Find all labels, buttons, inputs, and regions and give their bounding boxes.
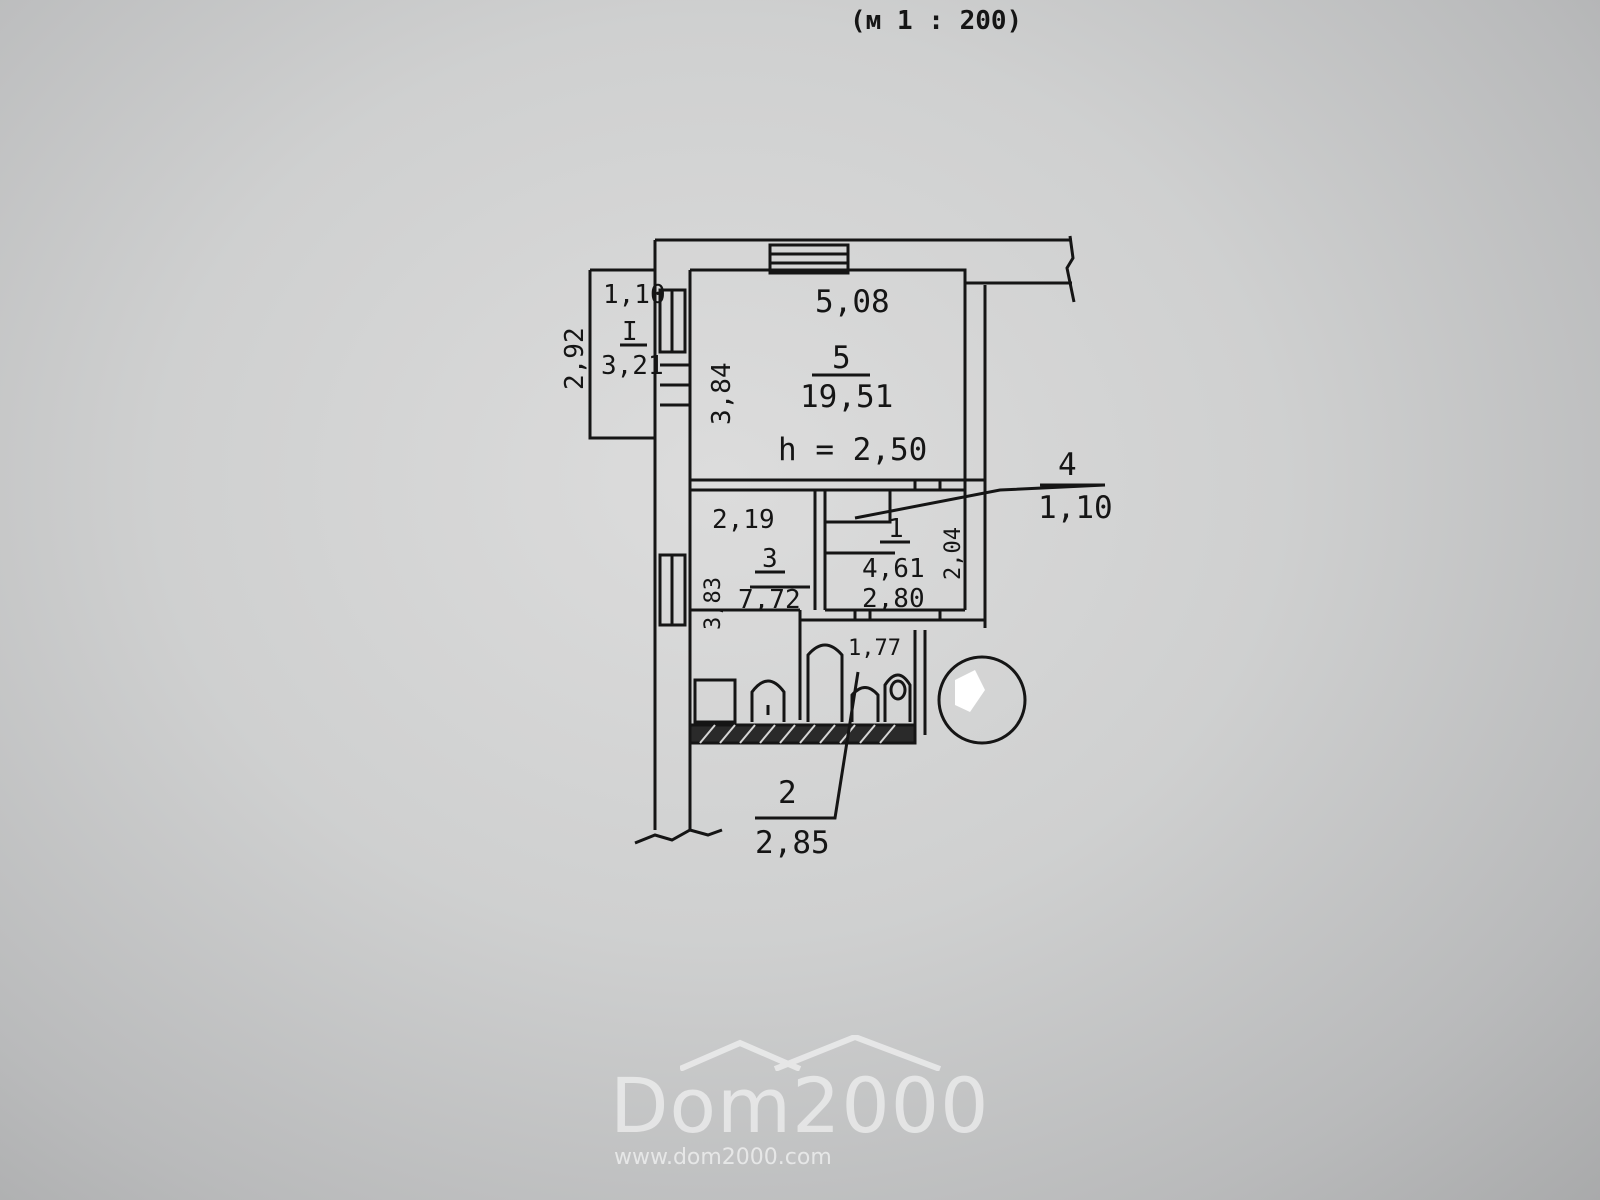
room5-area: 19,51 xyxy=(800,379,893,415)
balcony-number: I xyxy=(622,317,638,347)
room5-length: 5,08 xyxy=(815,284,890,320)
watermark-brand: Dom2000 xyxy=(610,1061,990,1150)
stove-icon xyxy=(693,678,737,724)
room5-wall-right xyxy=(963,283,987,628)
partition-room1-bottom xyxy=(800,608,985,622)
room4-area: 1,10 xyxy=(1038,490,1113,526)
balcony-area: 3,21 xyxy=(601,351,664,381)
room1-length: 2,80 xyxy=(862,584,925,614)
room3-number: 3 xyxy=(762,544,778,574)
room4-leader xyxy=(854,483,1106,520)
window-top xyxy=(768,243,850,275)
partition-horizontal xyxy=(690,478,985,492)
house-roof-icon xyxy=(680,1035,942,1071)
room2-length: 1,77 xyxy=(848,636,901,661)
room2-number: 2 xyxy=(778,775,797,811)
washbasin-icon xyxy=(850,686,880,722)
room4-closet xyxy=(825,490,895,555)
room4-number: 4 xyxy=(1058,447,1077,483)
room1-number: 1 xyxy=(888,514,904,544)
compass-icon xyxy=(937,655,1027,745)
room5-number: 5 xyxy=(832,340,851,376)
hatched-wall xyxy=(688,723,917,745)
balcony-width: 1,10 xyxy=(603,280,666,310)
room3-width: 3,83 xyxy=(701,577,726,630)
balcony-outline xyxy=(588,268,655,440)
room1-width: 2,04 xyxy=(941,527,966,580)
sink-icon xyxy=(750,679,786,722)
scale-label: (м 1 : 200) xyxy=(850,6,1023,36)
room5-height: h = 2,50 xyxy=(778,432,927,468)
room1-area: 4,61 xyxy=(862,554,925,584)
room2-leader xyxy=(755,671,860,820)
watermark-url: www.dom2000.com xyxy=(614,1145,832,1170)
room3-length: 2,19 xyxy=(712,505,775,535)
outer-wall-top xyxy=(655,238,1072,285)
wall-end-mark xyxy=(634,828,723,845)
partition-room3 xyxy=(813,490,827,610)
wall-break-mark xyxy=(1065,235,1076,303)
balcony-length: 2,92 xyxy=(560,327,590,390)
toilet-icon xyxy=(883,673,912,722)
bathroom-wall-right xyxy=(913,630,927,735)
compass-needle-icon xyxy=(955,670,985,712)
room3-area: 7,72 xyxy=(738,585,801,615)
bathtub-icon xyxy=(806,643,844,722)
partition-room3-bottom xyxy=(690,608,802,720)
watermark: Dom2000 www.dom2000.com xyxy=(610,1035,1010,1175)
room5-width: 3,84 xyxy=(707,362,737,425)
room2-area: 2,85 xyxy=(755,825,830,861)
